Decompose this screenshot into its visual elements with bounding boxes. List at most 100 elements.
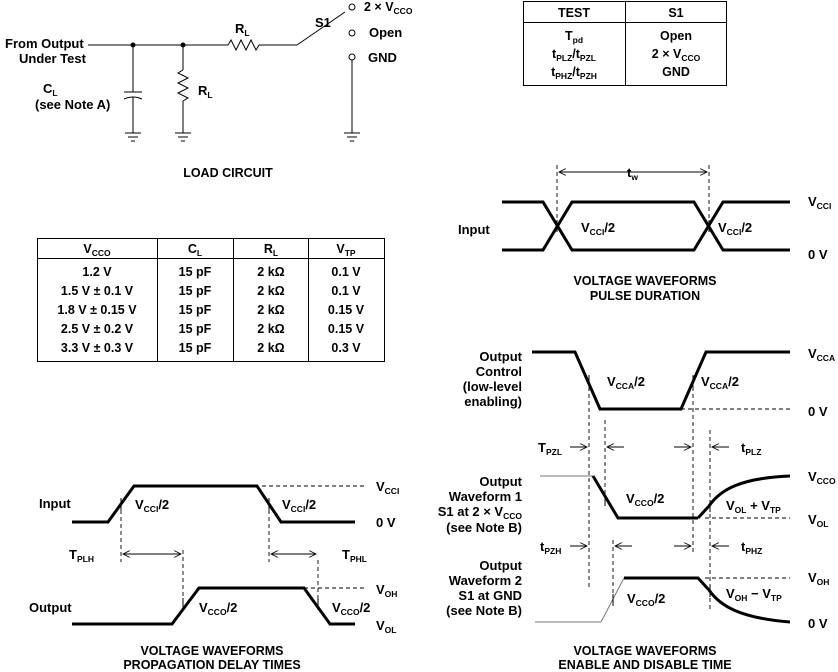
test-row-tplz: tPLZ/tPZL — [552, 47, 596, 63]
from-output-label: From Output — [5, 36, 84, 51]
oc-label-2: Control — [476, 364, 522, 379]
resistor-rl-shunt — [176, 69, 190, 102]
s1-header: S1 — [668, 6, 683, 20]
switch-gnd-label: GND — [368, 50, 397, 65]
tpzl-label: TPZL — [538, 440, 562, 457]
s1-label: S1 — [315, 15, 331, 30]
prop-in-half-2: VCCI/2 — [282, 497, 316, 514]
s1-row-open: Open — [660, 29, 692, 43]
oc-label-1: Output — [479, 349, 522, 364]
ed-0v-right-2: 0 V — [808, 616, 828, 631]
table-cell: 0.1 V — [331, 284, 361, 298]
table-cell: 2.5 V ± 0.2 V — [61, 322, 134, 336]
pd-0v-right: 0 V — [808, 247, 828, 262]
prop-input-label: Input — [39, 496, 71, 511]
switch-terminal-2vcco — [348, 3, 356, 11]
ed-caption-2: ENABLE AND DISABLE TIME — [558, 658, 731, 672]
switch-s1 — [296, 11, 346, 46]
output-control-waveform — [532, 350, 790, 411]
w2-label-3: S1 at GND — [458, 588, 522, 603]
oc-label-3: (low-level — [463, 379, 522, 394]
table-cell: 1.2 V — [82, 265, 112, 279]
table-cell: 2 kΩ — [257, 322, 284, 336]
test-header: TEST — [558, 6, 590, 20]
prop-caption-1: VOLTAGE WAVEFORMS — [140, 644, 283, 658]
w1-label-1: Output — [479, 474, 522, 489]
table-cell: 0.15 V — [328, 322, 365, 336]
prop-output-label: Output — [29, 600, 72, 615]
resistor-rl-series — [227, 38, 260, 52]
table-cell: 2 kΩ — [257, 341, 284, 355]
switch-terminal-open — [348, 29, 356, 37]
table-cell: 2 kΩ — [257, 265, 284, 279]
w1-vol-vtp: VOL + VTP — [726, 498, 781, 515]
w2-waveform — [624, 576, 791, 624]
table-cell: 1.8 V ± 0.15 V — [57, 303, 137, 317]
table-cell: 15 pF — [179, 284, 212, 298]
w2-label-2: Waveform 2 — [449, 573, 522, 588]
tw-label: tw — [627, 165, 638, 182]
rl-header: RL — [264, 242, 278, 258]
pd-vcci-half-2: VCCI/2 — [718, 220, 752, 237]
tphl-label: TPHL — [342, 547, 367, 564]
ed-vol-right: VOL — [808, 512, 828, 529]
test-s1-table: TEST S1 Tpd Open tPLZ/tPZL 2 × VCCO tPHZ… — [523, 1, 727, 86]
switch-2vcco-label: 2 × VCCO — [364, 0, 413, 16]
ed-vcca-right: VCCA — [808, 346, 835, 363]
w1-vcco-half: VCCO/2 — [626, 491, 664, 508]
w1-label-2: Waveform 1 — [449, 489, 522, 504]
enable-disable-waveform: Output Control (low-level enabling) VCCA… — [438, 346, 836, 672]
w2-label-1: Output — [479, 558, 522, 573]
table-cell: 3.3 V ± 0.3 V — [61, 341, 134, 355]
table-cell: 2 kΩ — [257, 303, 284, 317]
w1-label-3: S1 at 2 × VCCO — [438, 504, 523, 521]
oc-vcca-half-1: VCCA/2 — [607, 374, 645, 391]
see-note-a: (see Note A) — [35, 97, 110, 112]
prop-caption-2: PROPAGATION DELAY TIMES — [123, 658, 300, 672]
table-cell: 0.15 V — [328, 303, 365, 317]
oc-label-4: enabling) — [464, 394, 522, 409]
test-row-tphz: tPHZ/tPZH — [551, 65, 597, 81]
pd-caption-2: PULSE DURATION — [590, 289, 700, 303]
ed-voh-right: VOH — [808, 570, 829, 587]
table-cell: 0.3 V — [331, 341, 361, 355]
prop-voh-right: VOH — [376, 582, 397, 599]
w1-waveform-fall — [591, 475, 698, 520]
propagation-delay-waveform: Input VCCI/2 VCCI/2 VCCI 0 V TPLH TPHL O… — [29, 479, 399, 672]
tplh-label: TPLH — [69, 547, 94, 564]
pd-caption-1: VOLTAGE WAVEFORMS — [573, 274, 716, 288]
table-cell: 15 pF — [179, 322, 212, 336]
prop-vol-right: VOL — [376, 618, 396, 635]
pd-vcci-half-1: VCCI/2 — [581, 220, 615, 237]
cl-header: CL — [188, 242, 202, 258]
s1-row-2vcco: 2 × VCCO — [652, 47, 701, 63]
table-cell: 15 pF — [179, 341, 212, 355]
w1-label-4: (see Note B) — [446, 520, 522, 535]
oc-vcca-half-2: VCCA/2 — [701, 374, 739, 391]
table-cell: 2 kΩ — [257, 284, 284, 298]
ed-caption-1: VOLTAGE WAVEFORMS — [573, 644, 716, 658]
tphz-label: tPHZ — [741, 539, 762, 556]
prop-vcci-right: VCCI — [376, 479, 399, 496]
table-cell: 15 pF — [179, 303, 212, 317]
load-circuit: From Output Under Test CL (see Note A) R… — [5, 0, 413, 180]
prop-out-half-2: VCCO/2 — [332, 600, 370, 617]
s1-row-gnd: GND — [662, 65, 690, 79]
prop-input-waveform — [72, 484, 355, 524]
w2-vcco-half: VCCO/2 — [627, 591, 665, 608]
prop-out-half-1: VCCO/2 — [199, 600, 237, 617]
ed-0v-right-1: 0 V — [808, 404, 828, 419]
test-row-tpd: Tpd — [565, 29, 583, 45]
rl-series-label: RL — [235, 21, 250, 38]
pd-vcci-right: VCCI — [808, 194, 831, 211]
rl-shunt-label: RL — [198, 83, 213, 100]
switch-terminal-gnd — [348, 53, 356, 61]
w2-voh-vtp: VOH − VTP — [726, 586, 782, 603]
tpzh-label: tPZH — [540, 539, 561, 556]
prop-0v-right: 0 V — [376, 515, 396, 530]
prop-output-waveform — [72, 586, 355, 626]
w2-label-4: (see Note B) — [446, 603, 522, 618]
prop-in-half-1: VCCI/2 — [135, 497, 169, 514]
load-circuit-caption: LOAD CIRCUIT — [183, 166, 273, 180]
